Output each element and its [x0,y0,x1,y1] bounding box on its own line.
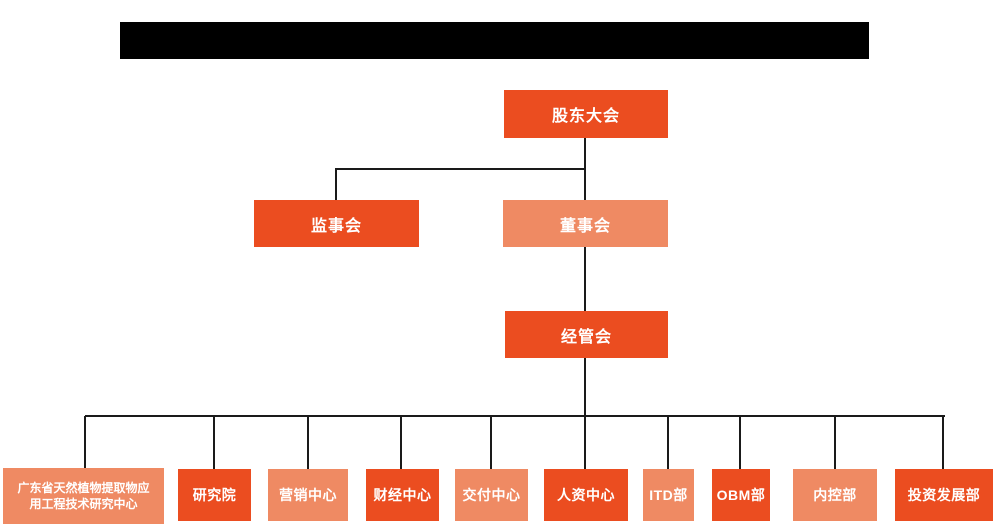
connector-drop-dept-5 [490,416,492,470]
connector-drop-dept-8 [739,416,741,470]
org-node-hr-center: 人资中心 [544,469,628,521]
org-node-supervisory-board: 监事会 [254,200,419,247]
org-node-board-of-directors: 董事会 [503,200,668,247]
connector-to-supervisory [335,169,337,200]
connector-branch-departments [85,415,945,417]
connector-drop-dept-4 [400,416,402,470]
org-node-internal-control-department: 内控部 [793,469,877,521]
org-node-delivery-center: 交付中心 [455,469,528,521]
connector-drop-dept-7 [667,416,669,470]
org-node-management-committee: 经管会 [505,311,668,358]
org-node-research-institute: 研究院 [178,469,251,521]
org-node-shareholders-meeting: 股东大会 [504,90,668,138]
org-node-obm-department: OBM部 [712,469,770,521]
org-node-marketing-center: 营销中心 [268,469,348,521]
connector-board-to-management [584,247,586,311]
redacted-title-bar [120,22,869,59]
org-node-itd-department: ITD部 [643,469,694,521]
connector-management-down [584,358,586,470]
connector-drop-dept-2 [213,416,215,470]
org-node-research-center: 广东省天然植物提取物应用工程技术研究中心 [3,468,164,524]
connector-drop-dept-1 [84,416,86,470]
connector-drop-dept-10 [942,416,944,470]
connector-branch-level2 [335,168,586,170]
connector-drop-dept-3 [307,416,309,470]
connector-drop-dept-9 [834,416,836,470]
org-node-investment-development-department: 投资发展部 [895,469,993,521]
org-node-finance-center: 财经中心 [366,469,439,521]
